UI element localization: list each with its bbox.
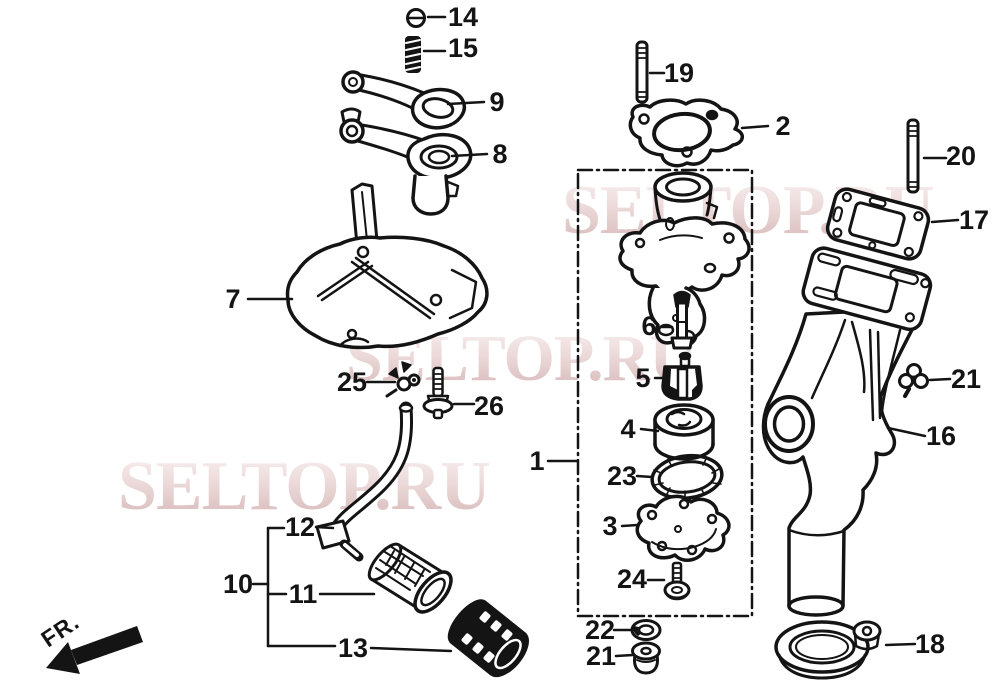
leader-16 <box>886 426 927 438</box>
part-23-oring <box>635 453 724 501</box>
callout-1: 1 <box>529 446 544 476</box>
fr-label: FR. <box>36 608 84 652</box>
callout-bracket-10 <box>251 525 453 653</box>
part-6-shaft <box>659 290 694 350</box>
part-26-flange-bolt <box>422 366 476 420</box>
callout-12: 12 <box>285 512 315 542</box>
callout-24: 24 <box>617 564 647 594</box>
leader-23 <box>635 474 654 479</box>
part-5-impeller <box>653 351 703 401</box>
fr-direction-arrow <box>46 626 143 674</box>
callout-22: 22 <box>585 615 615 645</box>
callout-21-left: 21 <box>586 641 616 671</box>
assembly-box-1 <box>546 168 754 618</box>
callout-4: 4 <box>620 414 635 444</box>
callout-10: 10 <box>223 569 253 599</box>
part-8-lever-arm <box>339 107 489 216</box>
callout-16: 16 <box>926 421 956 451</box>
part-19-stud <box>635 40 666 104</box>
watermark: SELTOP.RU <box>118 448 491 525</box>
callout-18: 18 <box>915 629 945 659</box>
part-7-bracket-plate <box>246 182 489 350</box>
callout-19: 19 <box>664 58 694 88</box>
leader-4 <box>639 427 660 433</box>
leader-18 <box>884 642 917 647</box>
part-3-cover-plate <box>620 494 731 562</box>
callout-2: 2 <box>775 111 790 141</box>
part-4-rotor <box>639 403 715 461</box>
callout-21-right: 21 <box>951 364 981 394</box>
leader-12b <box>314 525 335 530</box>
part-17-gasket-plate <box>825 187 931 261</box>
callout-8: 8 <box>492 139 507 169</box>
leader-21-left <box>614 653 635 658</box>
leader-2 <box>740 124 770 130</box>
part-21-bolt-right <box>898 363 952 398</box>
part-11-filter <box>367 542 453 614</box>
callout-3: 3 <box>602 511 617 541</box>
part-13-strainer <box>447 599 529 678</box>
part-2-gasket <box>628 98 770 168</box>
leader-17 <box>930 218 960 224</box>
callout-17: 17 <box>959 205 989 235</box>
callout-11: 11 <box>289 579 318 609</box>
callout-7: 7 <box>225 284 240 314</box>
callout-20: 20 <box>946 141 976 171</box>
leader-21-right <box>928 377 952 382</box>
part-18-seal-ring <box>774 620 917 680</box>
callout-5: 5 <box>635 363 650 393</box>
leader-13b <box>369 646 453 653</box>
callout-6: 6 <box>641 311 656 341</box>
part-12-fuel-tube <box>315 401 414 562</box>
part-14-cap <box>406 8 447 28</box>
leader-9 <box>446 100 486 106</box>
callout-13: 13 <box>338 633 368 663</box>
callout-26: 26 <box>474 391 504 421</box>
callout-9: 9 <box>489 87 504 117</box>
part-22-washer <box>612 619 662 641</box>
part-20-stud <box>906 118 948 194</box>
leader-8 <box>450 152 489 158</box>
callout-23: 23 <box>607 461 637 491</box>
part-25-clamp <box>365 361 421 398</box>
part-9-lever-arm <box>341 70 486 130</box>
part-21-grommet <box>614 641 661 675</box>
leader-3 <box>620 523 639 528</box>
part-15-spring <box>405 36 447 73</box>
callout-25: 25 <box>337 367 367 397</box>
part-24-screw <box>646 561 691 601</box>
part-16-mount-case <box>761 246 933 617</box>
callout-14: 14 <box>448 2 478 32</box>
callout-15: 15 <box>448 33 478 63</box>
